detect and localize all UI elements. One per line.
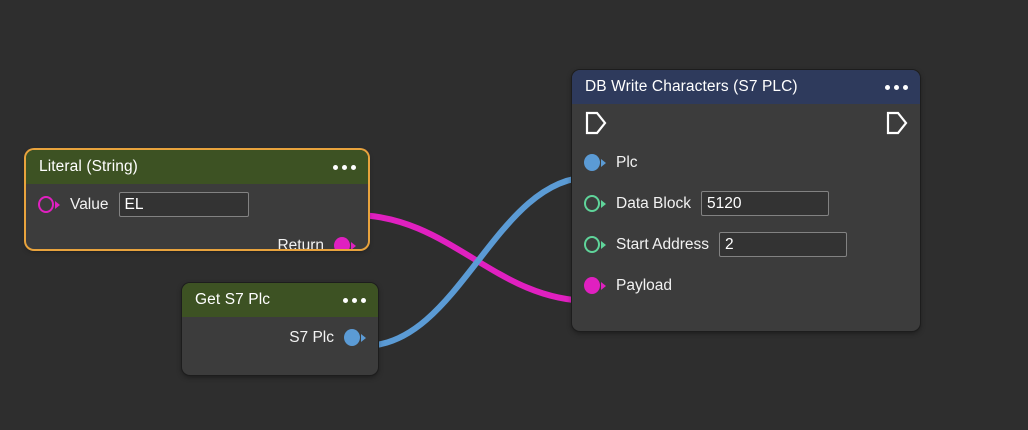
pin-label-payload: Payload <box>616 276 673 294</box>
pin-dot <box>584 277 600 294</box>
exec-out-pin-icon[interactable] <box>885 110 909 136</box>
pin-row-data-block: Data Block <box>572 183 920 224</box>
pin-arrow-icon <box>601 281 606 290</box>
pin-row-start-address: Start Address <box>572 224 920 265</box>
pin-connector-start-address[interactable] <box>584 236 606 254</box>
overflow-menu-icon[interactable] <box>333 164 356 170</box>
exec-in-pin-icon[interactable] <box>584 110 608 136</box>
pin-row-return: Return <box>26 225 368 249</box>
pin-arrow-icon <box>601 199 606 208</box>
pin-input-value[interactable] <box>118 192 249 217</box>
pin-label-return: Return <box>277 236 324 250</box>
pin-connector-data-block[interactable] <box>584 195 606 213</box>
pin-arrow-icon <box>55 200 60 209</box>
pin-arrow-icon <box>361 333 366 342</box>
pin-arrow-icon <box>351 241 356 249</box>
pin-connector-s7-plc[interactable] <box>344 329 366 347</box>
pin-connector-value[interactable] <box>38 196 60 214</box>
pin-dot <box>334 237 350 249</box>
pin-arrow-icon <box>601 240 606 249</box>
exec-row <box>572 104 920 142</box>
pin-row-s7-plc: S7 Plc <box>182 317 378 358</box>
edge-literal-return-to-payload[interactable] <box>351 212 594 304</box>
pin-input-data-block[interactable] <box>700 191 829 216</box>
node-get-s7-plc[interactable]: Get S7 Plc S7 Plc <box>182 283 378 375</box>
node-header-literal-string[interactable]: Literal (String) <box>26 150 368 184</box>
pin-label-data-block: Data Block <box>616 194 691 212</box>
pin-label-value: Value <box>70 195 109 213</box>
node-body: S7 Plc <box>182 317 378 358</box>
pin-label-start-address: Start Address <box>616 235 710 253</box>
pin-dot <box>584 195 600 212</box>
node-title: DB Write Characters (S7 PLC) <box>585 78 798 95</box>
pin-row-plc: Plc <box>572 142 920 183</box>
pin-connector-return[interactable] <box>334 237 356 249</box>
node-header-get-s7-plc[interactable]: Get S7 Plc <box>182 283 378 317</box>
pin-row-payload: Payload <box>572 265 920 306</box>
pin-dot <box>38 196 54 213</box>
edge-s7plc-to-plc[interactable] <box>361 174 594 349</box>
pin-dot <box>584 236 600 253</box>
node-title: Literal (String) <box>39 158 138 175</box>
pin-connector-plc[interactable] <box>584 154 606 172</box>
pin-row-value: Value <box>26 184 368 225</box>
pin-arrow-icon <box>601 158 606 167</box>
node-title: Get S7 Plc <box>195 291 271 308</box>
pin-connector-payload[interactable] <box>584 277 606 295</box>
node-literal-string[interactable]: Literal (String) ValueReturn <box>26 150 368 249</box>
overflow-menu-icon[interactable] <box>885 84 908 90</box>
pin-label-plc: Plc <box>616 153 638 171</box>
node-header-db-write-characters[interactable]: DB Write Characters (S7 PLC) <box>572 70 920 104</box>
node-body: ValueReturn <box>26 184 368 249</box>
overflow-menu-icon[interactable] <box>343 297 366 303</box>
pin-label-s7-plc: S7 Plc <box>289 328 334 346</box>
pin-input-start-address[interactable] <box>719 232 848 257</box>
pin-dot <box>344 329 360 346</box>
pin-dot <box>584 154 600 171</box>
